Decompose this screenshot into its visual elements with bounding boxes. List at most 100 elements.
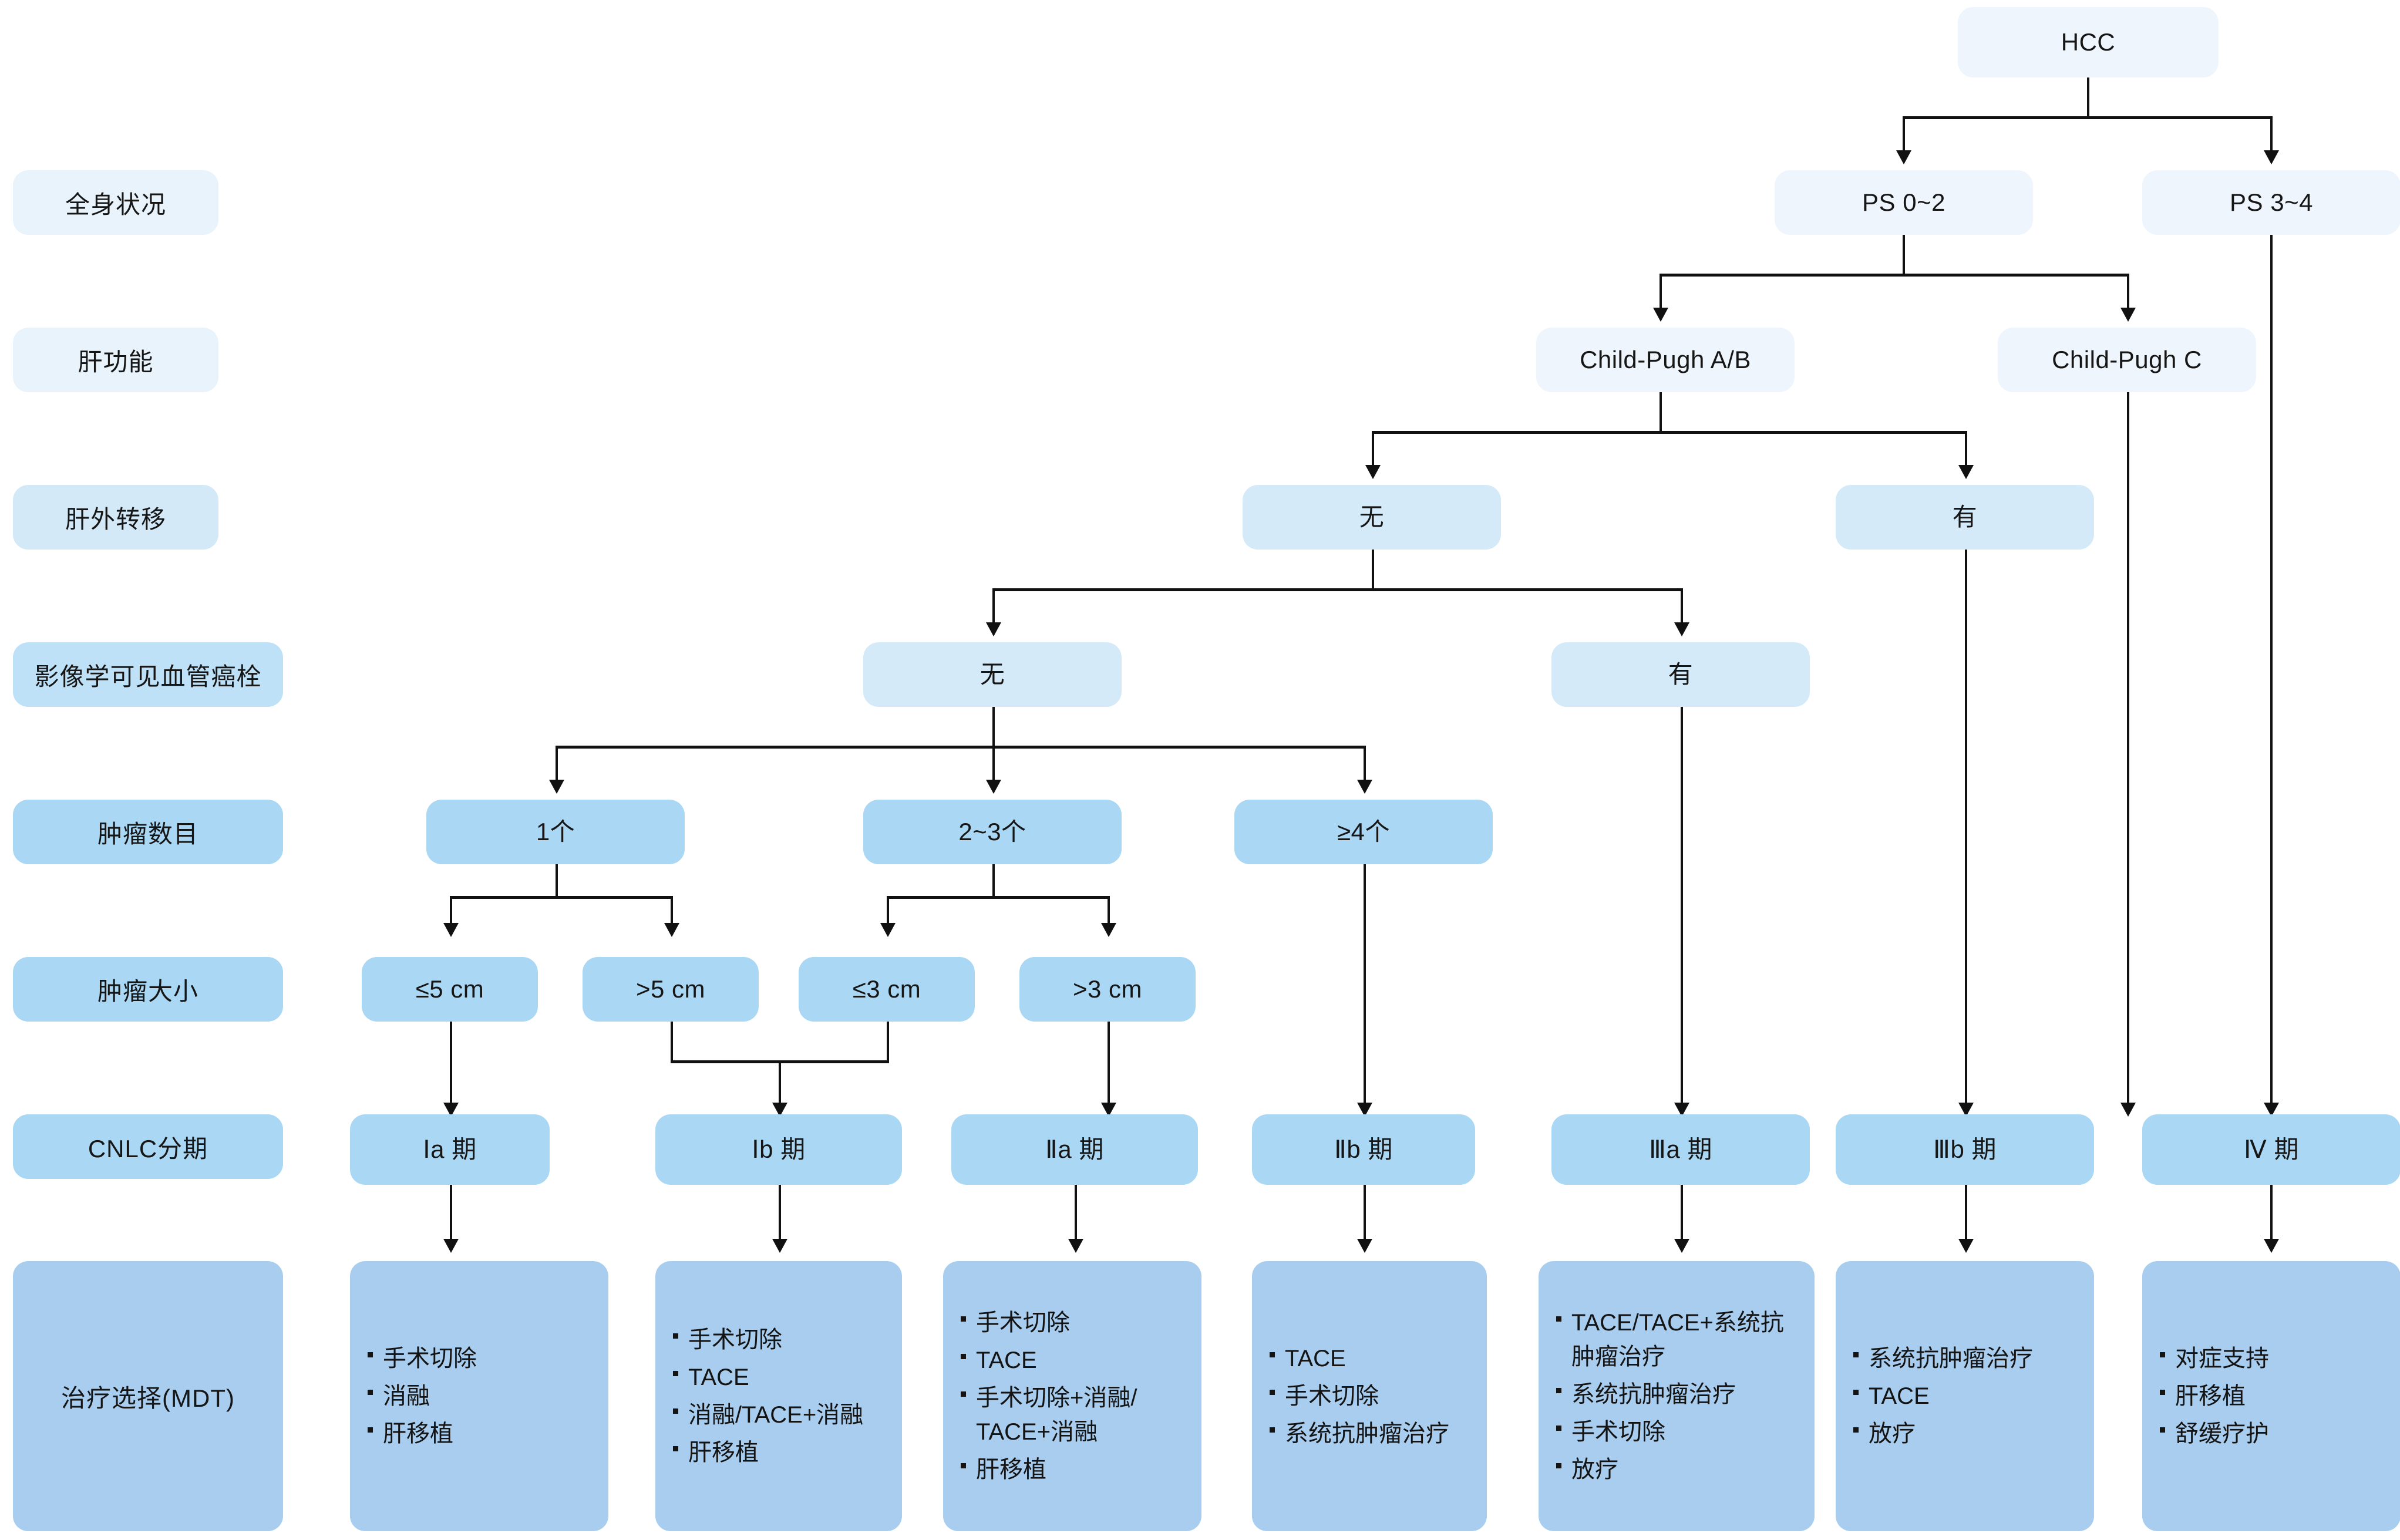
- row-label-liver-function: 肝功能: [13, 328, 218, 392]
- node-metastasis-none[interactable]: 无: [1243, 485, 1501, 550]
- row-label-performance-status: 全身状况: [13, 170, 218, 235]
- node-tumor-number-4plus[interactable]: ≥4个: [1234, 800, 1493, 864]
- node-hcc[interactable]: HCC: [1958, 7, 2219, 77]
- connector-cpc-to-stageIIIb: [2127, 392, 2129, 1110]
- connector-cpab-left: [1372, 431, 1374, 466]
- treatment-item: TACE: [1851, 1379, 2079, 1413]
- node-stage-IIIa[interactable]: Ⅲa 期: [1551, 1114, 1810, 1185]
- node-size-le3[interactable]: ≤3 cm: [799, 957, 975, 1022]
- connector-hcc-split: [1903, 116, 2273, 119]
- connector-ps34-to-stageIV: [2270, 235, 2273, 1110]
- treatment-item: TACE: [671, 1360, 887, 1394]
- connector-thrombus-yes-to-stageIIIa: [1681, 707, 1683, 1110]
- treatment-item: 消融: [365, 1379, 593, 1413]
- treatment-item: TACE/TACE+系统抗肿瘤治疗: [1554, 1306, 1799, 1374]
- treatment-item: 系统抗肿瘤治疗: [1851, 1342, 2079, 1376]
- arrowhead-tx-Ia: [443, 1239, 459, 1253]
- arrowhead-stage-IIIb-from-cpc: [2120, 1103, 2136, 1117]
- connector-num23-left: [887, 896, 889, 924]
- connector-size-gt5-down: [671, 1022, 673, 1063]
- node-label: PS 0~2: [1862, 188, 1945, 216]
- connector-meta-none-left: [992, 588, 995, 624]
- node-label: Ⅱa 期: [1045, 1135, 1104, 1163]
- node-label: >3 cm: [1072, 975, 1143, 1003]
- node-stage-IIIb[interactable]: Ⅲb 期: [1836, 1114, 2094, 1185]
- node-label: 1个: [536, 817, 575, 845]
- node-stage-IV[interactable]: Ⅳ 期: [2142, 1114, 2400, 1185]
- connector-ps02-right: [2127, 274, 2129, 309]
- arrowhead-num-4plus: [1357, 780, 1372, 794]
- node-thrombus-none[interactable]: 无: [863, 642, 1122, 707]
- treatment-box-stage-Ia[interactable]: 手术切除消融肝移植: [350, 1261, 608, 1531]
- treatment-item: 放疗: [1851, 1417, 2079, 1451]
- connector-thrombus-none-split: [556, 746, 1366, 749]
- treatment-box-stage-IV[interactable]: 对症支持肝移植舒缓疗护: [2142, 1261, 2400, 1531]
- connector-num4plus-to-stageIIb: [1364, 864, 1366, 1110]
- connector-Ia-to-tx: [450, 1185, 452, 1244]
- node-child-pugh-ab[interactable]: Child-Pugh A/B: [1536, 328, 1795, 392]
- node-stage-Ia[interactable]: Ⅰa 期: [350, 1114, 550, 1185]
- node-ps-0-2[interactable]: PS 0~2: [1775, 170, 2033, 235]
- arrowhead-ps-0-2: [1896, 150, 1911, 164]
- node-size-gt3[interactable]: >3 cm: [1019, 957, 1196, 1022]
- node-label: 有: [1952, 503, 1978, 531]
- treatment-item: 系统抗肿瘤治疗: [1554, 1377, 1799, 1411]
- connector-thrombus-none-stem: [992, 707, 995, 747]
- node-ps-3-4[interactable]: PS 3~4: [2142, 170, 2400, 235]
- node-label: Ⅲa 期: [1649, 1135, 1712, 1163]
- row-label-tumor-size: 肿瘤大小: [13, 957, 283, 1022]
- connector-hcc-left: [1903, 116, 1905, 151]
- treatment-list: 手术切除消融肝移植: [365, 1338, 593, 1454]
- node-tumor-number-2-3[interactable]: 2~3个: [863, 800, 1122, 864]
- treatment-item: 手术切除+消融/ TACE+消融: [958, 1381, 1186, 1449]
- connector-cpab-stem: [1660, 392, 1662, 432]
- node-label: 有: [1668, 660, 1694, 688]
- arrowhead-thrombus-none: [986, 622, 1001, 636]
- node-size-gt5[interactable]: >5 cm: [583, 957, 759, 1022]
- connector-num23-right: [1108, 896, 1110, 924]
- node-metastasis-yes[interactable]: 有: [1836, 485, 2094, 550]
- treatment-box-stage-IIIa[interactable]: TACE/TACE+系统抗肿瘤治疗系统抗肿瘤治疗手术切除放疗: [1539, 1261, 1815, 1531]
- arrowhead-tx-IIa: [1068, 1239, 1083, 1253]
- connector-num1-split: [450, 896, 673, 899]
- treatment-item: 肝移植: [958, 1453, 1186, 1487]
- arrowhead-ps-3-4: [2264, 150, 2279, 164]
- connector-ps02-split: [1660, 274, 2129, 277]
- arrowhead-meta-yes: [1958, 465, 1974, 479]
- connector-Ib-to-tx: [779, 1185, 781, 1244]
- node-label: Child-Pugh A/B: [1580, 345, 1751, 373]
- node-size-le5[interactable]: ≤5 cm: [362, 957, 538, 1022]
- connector-IIa-to-tx: [1075, 1185, 1077, 1244]
- connector-size-le5-to-Ia: [450, 1022, 452, 1108]
- connector-meta-none-stem: [1372, 550, 1374, 589]
- connector-num23-stem: [992, 864, 995, 897]
- treatment-item: 手术切除: [1267, 1379, 1472, 1413]
- node-child-pugh-c[interactable]: Child-Pugh C: [1998, 328, 2256, 392]
- row-label-text: 肿瘤大小: [97, 977, 198, 1005]
- node-tumor-number-1[interactable]: 1个: [426, 800, 685, 864]
- row-label-text: 肿瘤数目: [97, 820, 198, 848]
- node-label: HCC: [2061, 28, 2116, 56]
- connector-hcc-right: [2270, 116, 2273, 151]
- connector-size-le3-down: [887, 1022, 889, 1063]
- node-stage-IIa[interactable]: Ⅱa 期: [951, 1114, 1198, 1185]
- node-stage-IIb[interactable]: Ⅱb 期: [1252, 1114, 1475, 1185]
- row-label-vascular-thrombus: 影像学可见血管癌栓: [13, 642, 283, 707]
- node-thrombus-yes[interactable]: 有: [1551, 642, 1810, 707]
- treatment-item: 手术切除: [1554, 1415, 1799, 1449]
- row-label-cnlc-stage: CNLC分期: [13, 1114, 283, 1179]
- connector-meta-none-right: [1681, 588, 1683, 624]
- node-label: ≥4个: [1337, 817, 1390, 845]
- node-stage-Ib[interactable]: Ⅰb 期: [655, 1114, 902, 1185]
- treatment-list: TACE/TACE+系统抗肿瘤治疗系统抗肿瘤治疗手术切除放疗: [1554, 1302, 1799, 1490]
- row-label-text: 肝功能: [78, 348, 154, 376]
- node-label: Ⅲb 期: [1933, 1135, 1997, 1163]
- row-label-tumor-number: 肿瘤数目: [13, 800, 283, 864]
- node-label: Ⅰa 期: [423, 1135, 477, 1163]
- arrowhead-tx-IIIb: [1958, 1239, 1974, 1253]
